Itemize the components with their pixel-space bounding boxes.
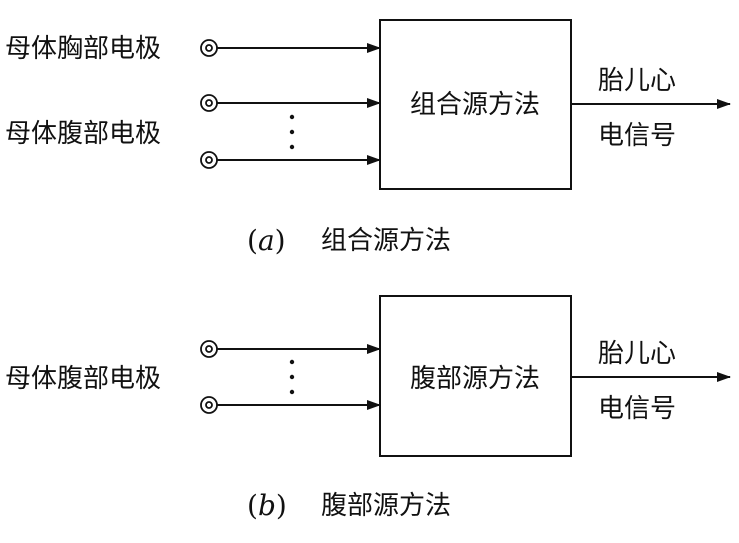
output-label-line1: 胎儿心	[598, 66, 676, 96]
abdominal-electrode-icon	[200, 94, 218, 112]
maternal-abdominal-electrode-label: 母体腹部电极	[5, 364, 161, 394]
block-label: 腹部源方法	[410, 364, 540, 394]
caption-b: (b) 腹部源方法	[247, 489, 451, 522]
output-label-line2: 电信号	[598, 121, 676, 151]
diagram-a: 母体胸部电极 母体腹部电极 组合源方法 胎儿心 电信号 (a) 组	[5, 19, 731, 257]
diagram-b: 母体腹部电极 腹部源方法 胎儿心 电信号 (b) 腹部源方法	[5, 295, 731, 522]
chest-electrode-icon	[200, 39, 218, 57]
maternal-abdominal-electrode-label: 母体腹部电极	[5, 119, 161, 149]
block-label: 组合源方法	[410, 90, 540, 120]
caption-text: 组合源方法	[321, 226, 451, 256]
output-label-line2: 电信号	[598, 394, 676, 424]
abdominal-electrode-icon	[200, 340, 218, 358]
abdominal-electrode-icon	[200, 396, 218, 414]
caption-a: (a) 组合源方法	[247, 224, 451, 257]
abdominal-electrode-icon	[200, 151, 218, 169]
maternal-chest-electrode-label: 母体胸部电极	[5, 34, 161, 64]
caption-text: 腹部源方法	[321, 491, 451, 521]
ellipsis-dots	[289, 114, 295, 150]
caption-letter: (a)	[247, 224, 286, 257]
output-label-line1: 胎儿心	[598, 339, 676, 369]
ellipsis-dots	[289, 359, 295, 395]
caption-letter: (b)	[247, 489, 287, 522]
